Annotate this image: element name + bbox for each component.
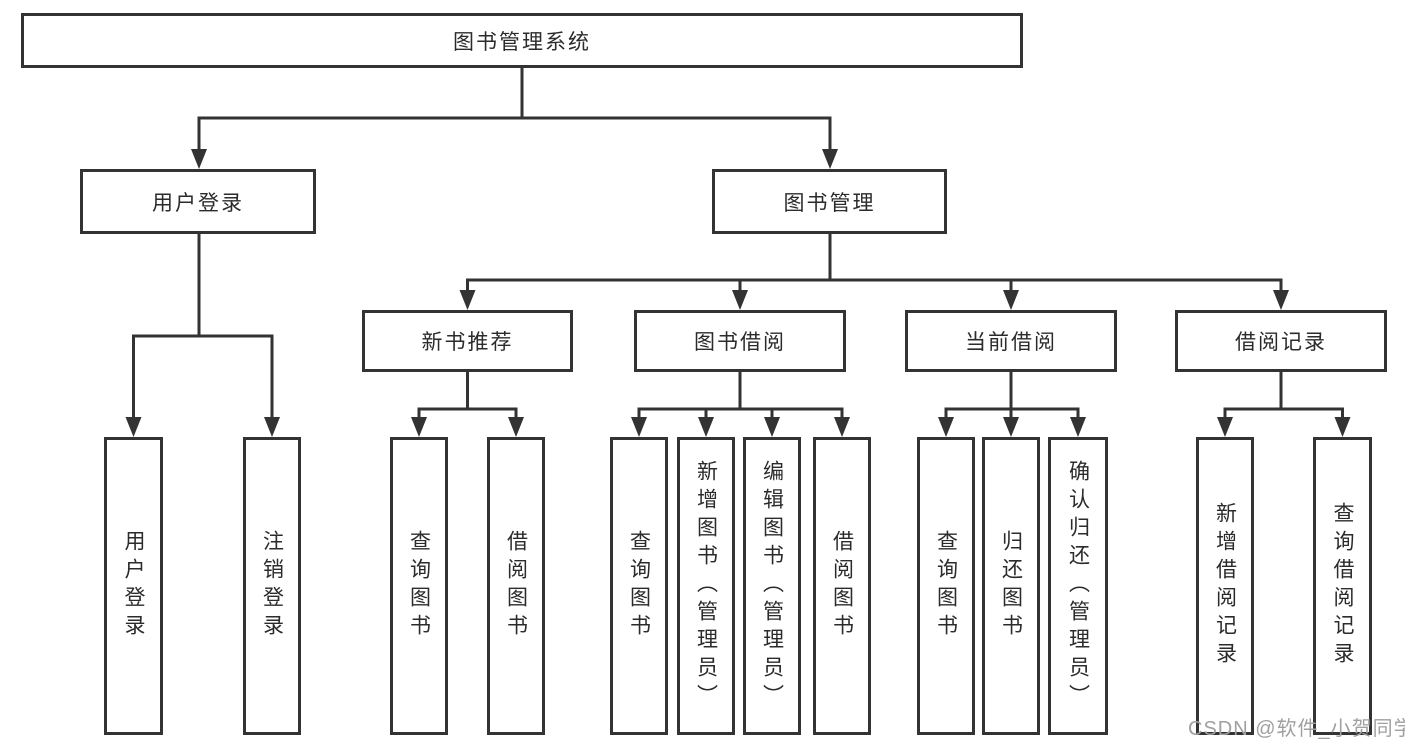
node-book-management-label: 图书管理 [783, 191, 876, 215]
leaf-logout: 注销登录 [243, 437, 301, 735]
node-user-login: 用户登录 [80, 169, 316, 234]
arrow-head [264, 417, 280, 437]
leaf-confirm-return-admin: 确认归还（管理员） [1048, 437, 1108, 735]
arrow-head [1217, 417, 1233, 437]
arrow-head [1070, 417, 1086, 437]
arrow-head [1003, 417, 1019, 437]
leaf-edit-books-admin-label: 编辑图书（管理员） [760, 460, 784, 712]
edges-book-borrow [631, 372, 850, 437]
leaf-borrow-query-books-label: 查询图书 [627, 530, 651, 642]
leaf-logout-label: 注销登录 [260, 530, 284, 642]
edges-root [191, 67, 838, 169]
node-current-borrow: 当前借阅 [905, 310, 1117, 372]
edges-current-borrow [938, 372, 1086, 437]
leaf-add-books-admin-label: 新增图书（管理员） [694, 460, 718, 712]
leaf-return-books: 归还图书 [982, 437, 1040, 735]
arrow-head [1273, 290, 1289, 310]
leaf-confirm-return-admin-label: 确认归还（管理员） [1066, 460, 1090, 712]
arrow-head [411, 417, 427, 437]
leaf-borrow-books-label: 借阅图书 [830, 530, 854, 642]
arrow-head [1003, 290, 1019, 310]
leaf-rec-borrow-books: 借阅图书 [487, 437, 545, 735]
node-library-system: 图书管理系统 [21, 13, 1023, 68]
arrow-head [631, 417, 647, 437]
arrow-head [459, 290, 476, 310]
leaf-add-borrow-record: 新增借阅记录 [1196, 437, 1254, 735]
node-library-system-label: 图书管理系统 [453, 30, 591, 54]
node-borrow-records: 借阅记录 [1175, 310, 1387, 372]
leaf-add-books-admin: 新增图书（管理员） [677, 437, 735, 735]
leaf-borrow-query-books: 查询图书 [610, 437, 668, 735]
node-new-book-recommend-label: 新书推荐 [421, 331, 514, 354]
arrow-head [1334, 417, 1351, 437]
leaf-rec-query-books: 查询图书 [390, 437, 448, 735]
node-book-borrow: 图书借阅 [634, 310, 846, 372]
arrow-head [698, 417, 714, 437]
edges-book-mgmt [459, 233, 1289, 310]
leaf-borrow-books: 借阅图书 [813, 437, 871, 735]
arrow-head [125, 417, 142, 437]
edges-new-book-rec [411, 372, 524, 437]
arrow-head [938, 417, 954, 437]
csdn-watermark: CSDN @软件_小贺同学 [1188, 718, 1405, 740]
arrow-head [822, 149, 838, 169]
edges-user-login [125, 233, 280, 437]
leaf-user-login: 用户登录 [104, 437, 163, 735]
node-current-borrow-label: 当前借阅 [965, 331, 1057, 354]
node-book-borrow-label: 图书借阅 [694, 331, 786, 354]
leaf-query-borrow-record-label: 查询借阅记录 [1331, 502, 1354, 670]
leaf-return-books-label: 归还图书 [999, 530, 1023, 642]
arrow-head [764, 417, 780, 437]
leaf-rec-query-books-label: 查询图书 [407, 530, 431, 642]
leaf-query-borrow-record: 查询借阅记录 [1313, 437, 1372, 735]
arrow-head [508, 417, 524, 437]
leaf-rec-borrow-books-label: 借阅图书 [504, 530, 528, 642]
node-new-book-recommend: 新书推荐 [362, 310, 573, 372]
arrow-head [732, 290, 748, 310]
leaf-edit-books-admin: 编辑图书（管理员） [743, 437, 801, 735]
arrow-head [191, 149, 207, 169]
leaf-user-login-label: 用户登录 [122, 530, 145, 642]
arrow-head [834, 417, 850, 437]
leaf-add-borrow-record-label: 新增借阅记录 [1213, 502, 1237, 670]
node-user-login-label: 用户登录 [152, 191, 244, 215]
node-borrow-records-label: 借阅记录 [1235, 331, 1327, 354]
leaf-current-query-books: 查询图书 [917, 437, 975, 735]
edges-borrow-records [1217, 372, 1351, 437]
leaf-current-query-books-label: 查询图书 [934, 530, 958, 642]
node-book-management: 图书管理 [712, 169, 947, 234]
